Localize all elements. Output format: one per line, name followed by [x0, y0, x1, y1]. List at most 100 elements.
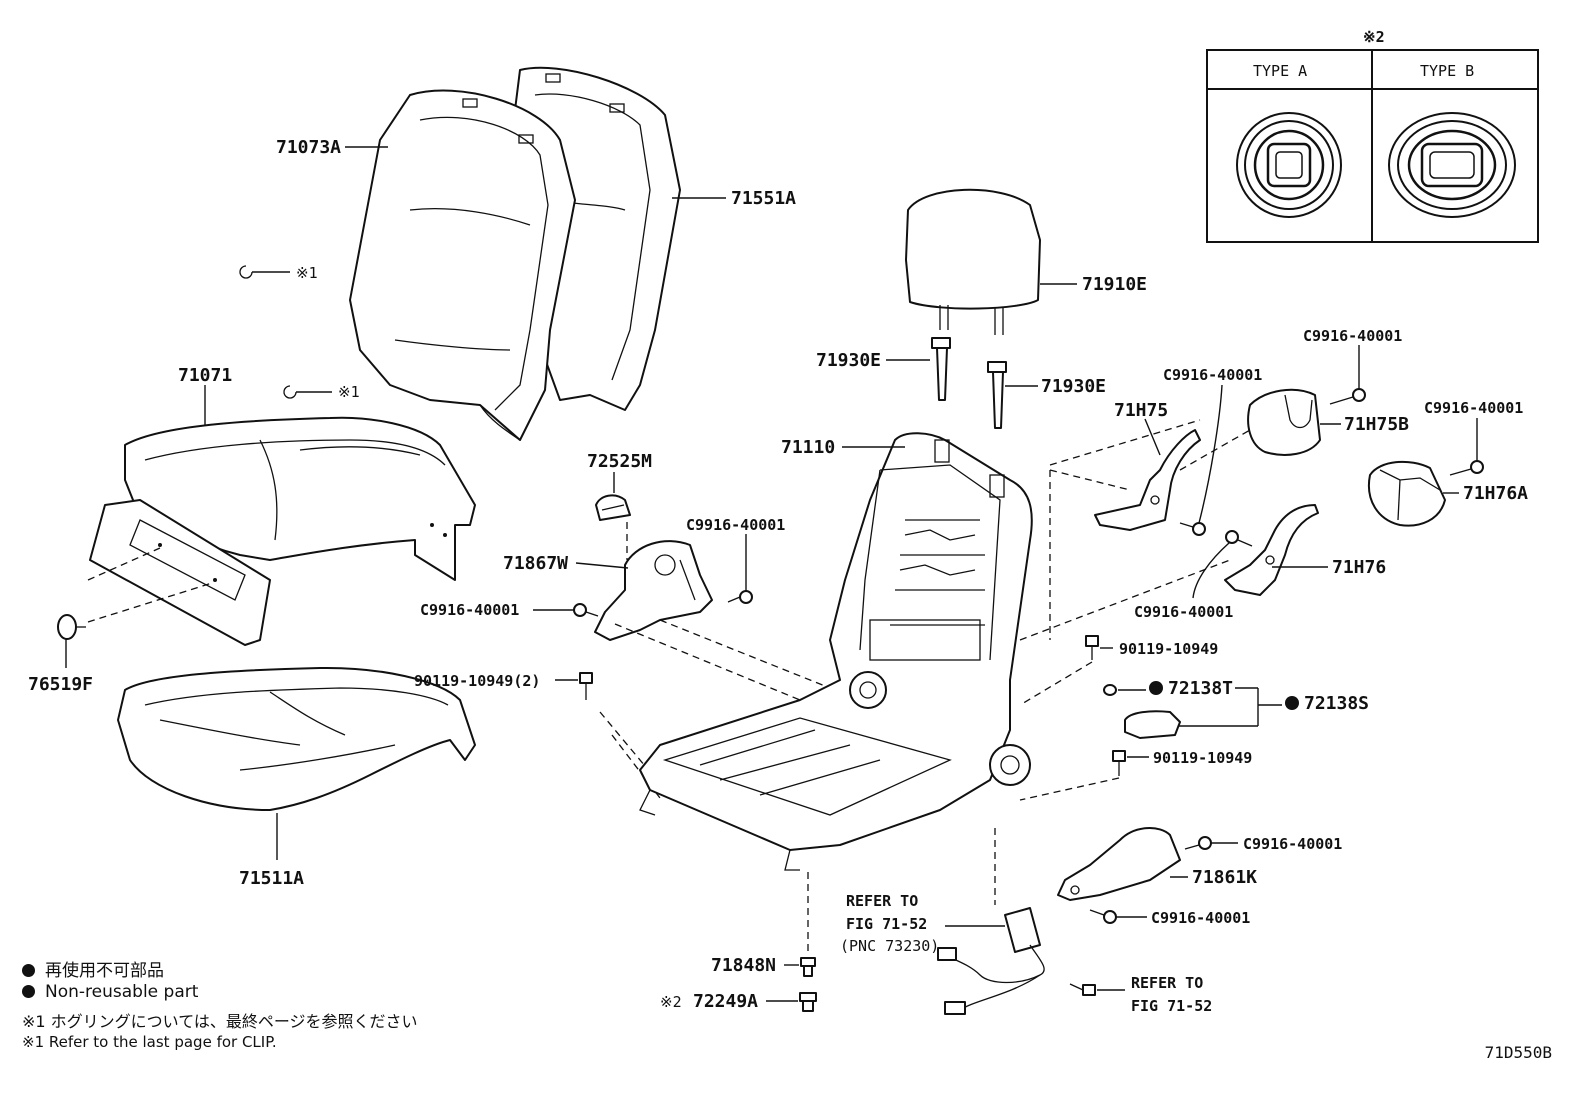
- label-c9916-e: C9916-40001: [1424, 399, 1523, 417]
- cushion-flap: [89, 499, 271, 646]
- legend-non-reusable-jp: 再使用不可部品: [22, 956, 164, 981]
- bolt-icon: [1085, 635, 1099, 660]
- grommet-icon-72249A: [799, 992, 817, 1012]
- refer-1-line2: FIG 71-52: [846, 915, 927, 933]
- legend-non-reusable-en: Non-reusable part: [22, 982, 198, 1002]
- leader-71H75: [1144, 418, 1161, 456]
- label-90119-b: 90119-10949: [1153, 749, 1252, 767]
- fastener-icon-76519F: [57, 614, 86, 640]
- legend-clip-note-jp: ※1 ホグリングについては、最終ページを参照ください: [22, 1012, 418, 1031]
- dashed-guide: [614, 623, 801, 701]
- headrest-71910E: [905, 188, 1041, 335]
- bracket-71H76: [1224, 504, 1319, 596]
- non-reusable-dot: [1149, 681, 1163, 695]
- seat-cushion-pad-71511A: [117, 666, 476, 811]
- dashed-guide: [87, 547, 161, 581]
- bullet-dot-icon: [22, 964, 35, 977]
- refer-1-line1: REFER TO: [846, 892, 918, 910]
- clip-note-1b: ※1: [338, 383, 360, 401]
- hog-ring-icon: [239, 265, 290, 279]
- refer-2-line1: REFER TO: [1131, 974, 1203, 992]
- screw-icon: [1225, 530, 1253, 547]
- bolt-icon: [579, 672, 593, 700]
- dashed-guide: [1049, 419, 1201, 466]
- headrest-guide-71930E: [987, 361, 1007, 429]
- label-90119-a: 90119-10949: [1119, 640, 1218, 658]
- note-72249A: ※2: [660, 993, 682, 1011]
- type-b-header: TYPE B: [1420, 62, 1474, 80]
- non-reusable-dot: [1285, 696, 1299, 710]
- label-71H76: 71H76: [1332, 557, 1386, 578]
- label-71073A: 71073A: [276, 137, 341, 158]
- dashed-guide: [1019, 559, 1231, 641]
- seat-shield-71867W: [594, 540, 713, 641]
- type-box-note: ※2: [1363, 28, 1385, 46]
- screw-icon: [1184, 836, 1212, 850]
- legend-text: 再使用不可部品: [45, 961, 164, 981]
- screw-icon: [1179, 522, 1206, 536]
- pin-icon-71848N: [800, 957, 816, 977]
- label-71551A: 71551A: [731, 188, 796, 209]
- seatback-cover-71073A: [349, 89, 576, 441]
- label-71930E-b: 71930E: [1041, 376, 1106, 397]
- screw-icon: [1089, 909, 1117, 924]
- type-b-grommet-icon: [1388, 112, 1516, 218]
- label-71910E: 71910E: [1082, 274, 1147, 295]
- label-71110: 71110: [781, 437, 835, 458]
- seat-frame-71110: [639, 432, 1033, 871]
- legend-text: Non-reusable part: [45, 982, 199, 1002]
- label-72249A: 72249A: [693, 991, 758, 1012]
- screw-icon: [573, 603, 599, 617]
- label-c9916-g: C9916-40001: [1243, 835, 1342, 853]
- headrest-guide-71930E: [931, 337, 951, 401]
- cover-71H75B: [1247, 388, 1321, 456]
- dashed-guide: [659, 619, 836, 691]
- leader-c9916-c: [1198, 384, 1223, 524]
- bolt-icon: [1069, 983, 1096, 996]
- label-71H76A: 71H76A: [1463, 483, 1528, 504]
- clip-icon-72525M: [595, 494, 631, 521]
- type-a-header: TYPE A: [1253, 62, 1307, 80]
- dashed-guide: [1019, 661, 1093, 706]
- label-76519F: 76519F: [28, 674, 93, 695]
- screw-icon: [727, 590, 753, 604]
- screw-icon: [1449, 460, 1484, 476]
- clip-note-1a: ※1: [296, 264, 318, 282]
- label-c9916-c: C9916-40001: [1163, 366, 1262, 384]
- label-90119-2: 90119-10949(2): [414, 672, 540, 690]
- label-71861K: 71861K: [1192, 867, 1257, 888]
- bolt-icon: [1112, 750, 1126, 776]
- type-inset-box: ※2 TYPE A TYPE B: [1206, 28, 1539, 243]
- dashed-guide: [87, 582, 213, 623]
- screw-icon: [1329, 388, 1366, 405]
- label-71867W: 71867W: [503, 553, 568, 574]
- leader-c9916-f: [1192, 542, 1230, 599]
- dashed-guide: [599, 711, 651, 773]
- legend-clip-note-en: ※1 Refer to the last page for CLIP.: [22, 1033, 277, 1051]
- label-c9916-f: C9916-40001: [1134, 603, 1233, 621]
- label-72138S: 72138S: [1304, 693, 1369, 714]
- drawing-id: 71D550B: [1484, 1043, 1552, 1062]
- label-71848N: 71848N: [711, 955, 776, 976]
- bracket-71H75: [1094, 429, 1201, 531]
- dashed-guide: [1049, 469, 1131, 491]
- label-72525M: 72525M: [587, 451, 652, 472]
- label-c9916-d: C9916-40001: [1303, 327, 1402, 345]
- bullet-dot-icon: [22, 985, 35, 998]
- dashed-guide: [1019, 777, 1120, 801]
- dashed-guide: [1179, 429, 1251, 471]
- hog-ring-icon: [283, 385, 332, 399]
- label-71H75B: 71H75B: [1344, 414, 1409, 435]
- side-cover-71861K: [1057, 827, 1181, 901]
- seat-cushion-cover-71071: [124, 416, 476, 581]
- cap-icon-72138T: [1103, 684, 1117, 696]
- label-71071: 71071: [178, 365, 232, 386]
- label-c9916-a: C9916-40001: [686, 516, 785, 534]
- cover-71H76A: [1367, 460, 1446, 527]
- refer-2-line2: FIG 71-52: [1131, 997, 1212, 1015]
- type-a-grommet-icon: [1236, 112, 1342, 218]
- leader-71867W: [575, 562, 629, 569]
- label-71H75: 71H75: [1114, 400, 1168, 421]
- label-c9916-h: C9916-40001: [1151, 909, 1250, 927]
